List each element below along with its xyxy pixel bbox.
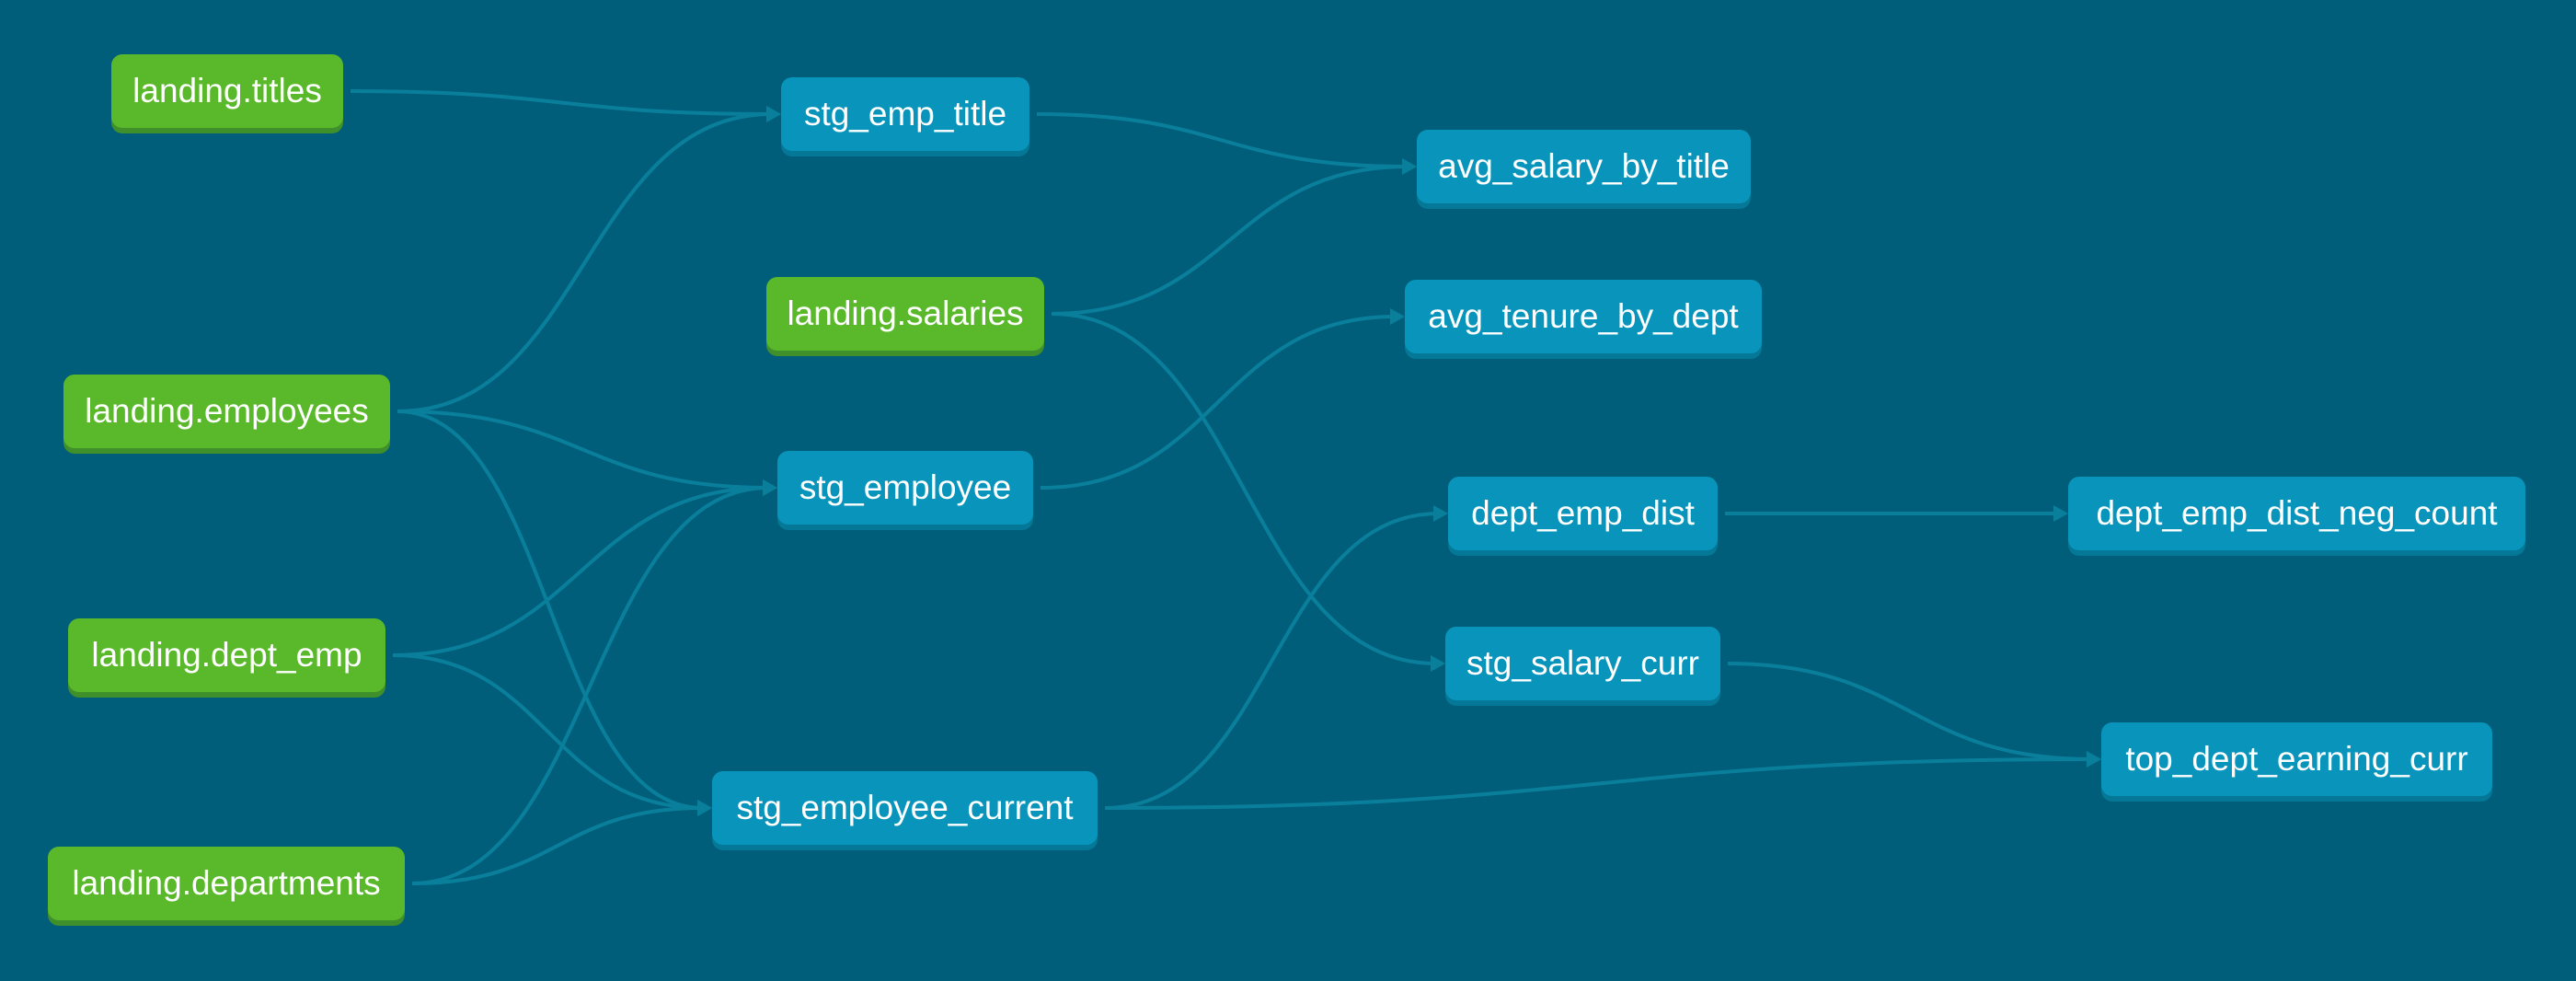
edge-arrowhead — [697, 800, 712, 816]
edge-landing_salaries-to-avg_salary_by_title — [1051, 165, 1409, 316]
edge-arrowhead — [763, 479, 777, 496]
edge-stg_emp_title-to-avg_salary_by_title — [1036, 112, 1409, 168]
edge-landing_employees-to-stg_employee — [397, 410, 769, 490]
edge-stg_employee-to-avg_tenure_by_dept — [1040, 315, 1397, 490]
node-landing-dept-emp[interactable]: landing.dept_emp — [68, 618, 385, 692]
edge-arrowhead — [1431, 655, 1445, 672]
node-dept-emp-dist-neg-count[interactable]: dept_emp_dist_neg_count — [2068, 477, 2525, 550]
edge-arrowhead — [2087, 751, 2101, 767]
edge-landing_departments-to-stg_employee_current — [411, 806, 704, 885]
node-landing-employees[interactable]: landing.employees — [63, 375, 390, 448]
edge-landing_titles-to-stg_emp_title — [350, 89, 773, 116]
node-landing-titles[interactable]: landing.titles — [111, 54, 343, 128]
edge-landing_dept_emp-to-stg_employee_current — [392, 653, 704, 810]
edge-arrowhead — [766, 106, 781, 122]
edge-arrowhead — [1390, 308, 1405, 325]
edge-stg_employee_current-to-dept_emp_dist — [1104, 512, 1440, 810]
node-top-dept-earning-curr[interactable]: top_dept_earning_curr — [2101, 722, 2492, 796]
edge-arrowhead — [1402, 158, 1417, 175]
node-stg-emp-title[interactable]: stg_emp_title — [781, 77, 1029, 151]
edge-landing_salaries-to-stg_salary_curr — [1051, 312, 1437, 665]
node-stg-salary-curr[interactable]: stg_salary_curr — [1445, 627, 1720, 700]
node-stg-employee-current[interactable]: stg_employee_current — [712, 771, 1098, 845]
node-dept-emp-dist[interactable]: dept_emp_dist — [1448, 477, 1718, 550]
edge-arrowhead — [1433, 505, 1448, 522]
edge-stg_employee_current-to-top_dept_earning_curr — [1104, 757, 2093, 810]
node-landing-salaries[interactable]: landing.salaries — [766, 277, 1044, 351]
edge-landing_dept_emp-to-stg_employee — [392, 486, 769, 657]
node-avg-tenure-by-dept[interactable]: avg_tenure_by_dept — [1405, 280, 1762, 353]
edge-landing_employees-to-stg_emp_title — [397, 112, 773, 413]
node-avg-salary-by-title[interactable]: avg_salary_by_title — [1417, 130, 1751, 203]
edge-landing_employees-to-stg_employee_current — [397, 410, 704, 810]
edge-landing_departments-to-stg_employee — [411, 486, 769, 885]
node-stg-employee[interactable]: stg_employee — [777, 451, 1033, 525]
edge-stg_salary_curr-to-top_dept_earning_curr — [1727, 662, 2093, 761]
node-landing-departments[interactable]: landing.departments — [48, 847, 405, 920]
edge-arrowhead — [2053, 505, 2068, 522]
